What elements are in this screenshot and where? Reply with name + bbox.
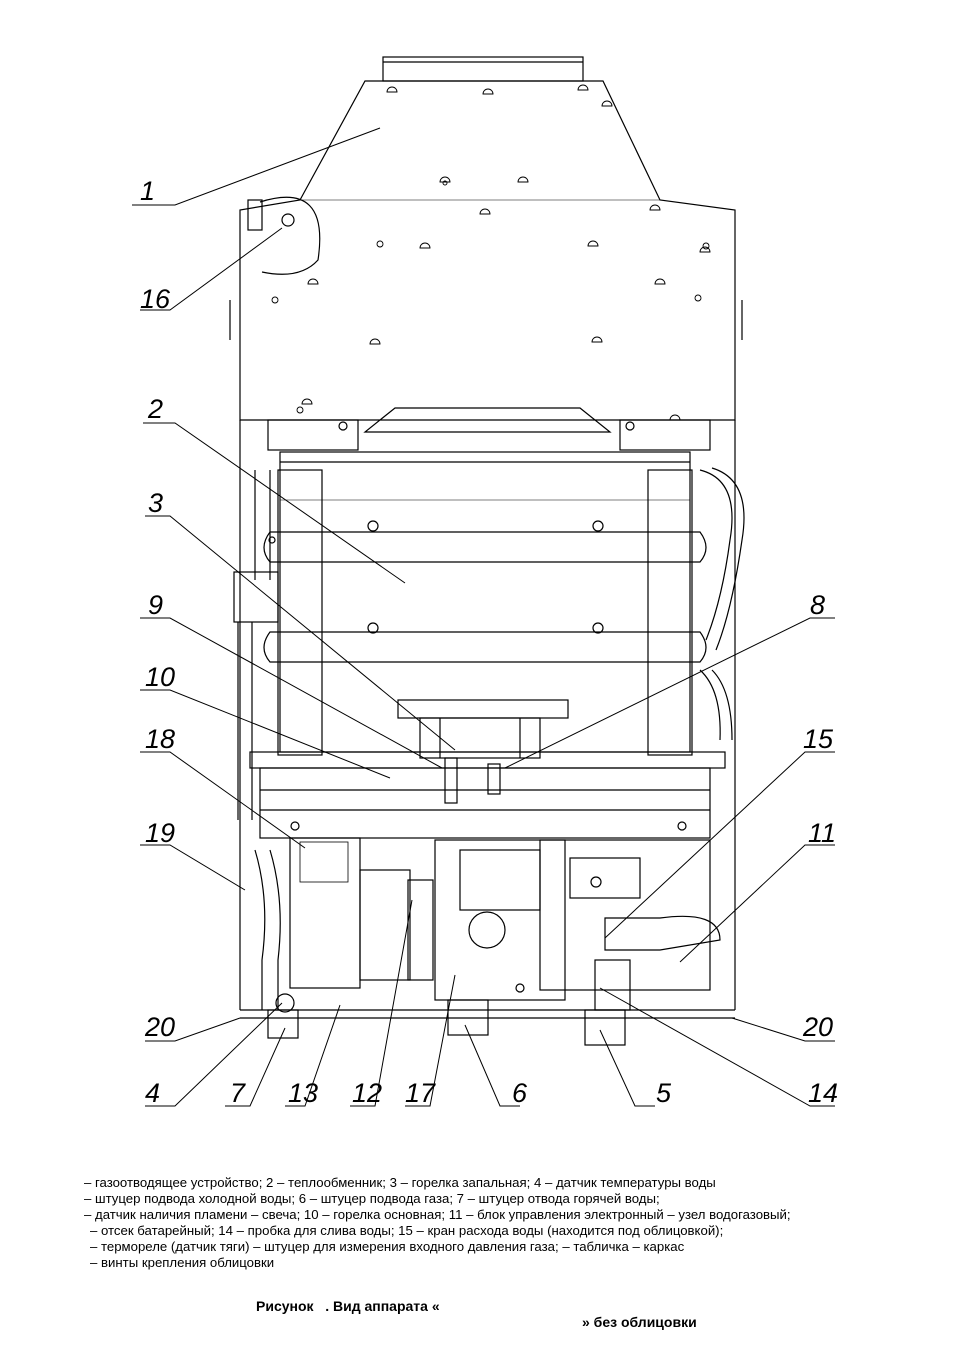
- callout-label: 12: [352, 1078, 382, 1108]
- callout-label: 20: [144, 1012, 175, 1042]
- cold-water-pipe: [233, 470, 281, 1010]
- callout-numbers: 1 16 2 3 9 10 18 19 20 4 7 13 12 17 6 5 …: [140, 176, 838, 1108]
- callout-label: 18: [145, 724, 175, 754]
- figure-caption: Рисунок . Вид аппарата « » без облицовки: [0, 1282, 954, 1330]
- leader-lines: [132, 127, 835, 1107]
- callout-label: 6: [512, 1078, 528, 1108]
- callout-label: 10: [145, 662, 175, 692]
- callout-label: 17: [405, 1078, 436, 1108]
- callout-label: 11: [808, 818, 836, 848]
- callout-label: 8: [810, 590, 825, 620]
- callout-label: 1: [140, 176, 155, 206]
- callout-label: 3: [148, 488, 163, 518]
- callout-label: 9: [148, 590, 163, 620]
- flue-hood: [239, 56, 736, 421]
- legend-line: – газоотводящее устройство; 2 – теплообм…: [84, 1175, 716, 1190]
- appliance-drawing: 1 16 2 3 9 10 18 19 20 4 7 13 12 17 6 5 …: [132, 56, 838, 1108]
- callout-label: 7: [230, 1078, 246, 1108]
- callout-label: 14: [808, 1078, 838, 1108]
- callout-label: 4: [145, 1078, 160, 1108]
- hood-fasteners: [271, 84, 711, 421]
- burner: [249, 699, 726, 839]
- callout-label: 16: [140, 284, 171, 314]
- caption-right: » без облицовки: [582, 1314, 697, 1330]
- heat-exchanger: [263, 451, 745, 756]
- callout-label: 13: [288, 1078, 318, 1108]
- legend-line: – винты крепления облицовки: [90, 1255, 275, 1270]
- callout-label: 2: [147, 394, 163, 424]
- legend-line: – датчик наличия пламени – свеча; 10 – г…: [84, 1207, 791, 1222]
- legend-line: – термореле (датчик тяги) – штуцер для и…: [90, 1239, 685, 1254]
- control-units: [267, 821, 721, 1046]
- legend-line: – отсек батарейный; 14 – пробка для слив…: [90, 1223, 724, 1238]
- callout-label: 15: [803, 724, 834, 754]
- legend-line: – штуцер подвода холодной воды; 6 – штуц…: [84, 1191, 660, 1206]
- callout-label: 19: [145, 818, 175, 848]
- caption-left: Рисунок . Вид аппарата «: [256, 1298, 440, 1314]
- callout-label: 20: [802, 1012, 833, 1042]
- callout-label: 5: [656, 1078, 672, 1108]
